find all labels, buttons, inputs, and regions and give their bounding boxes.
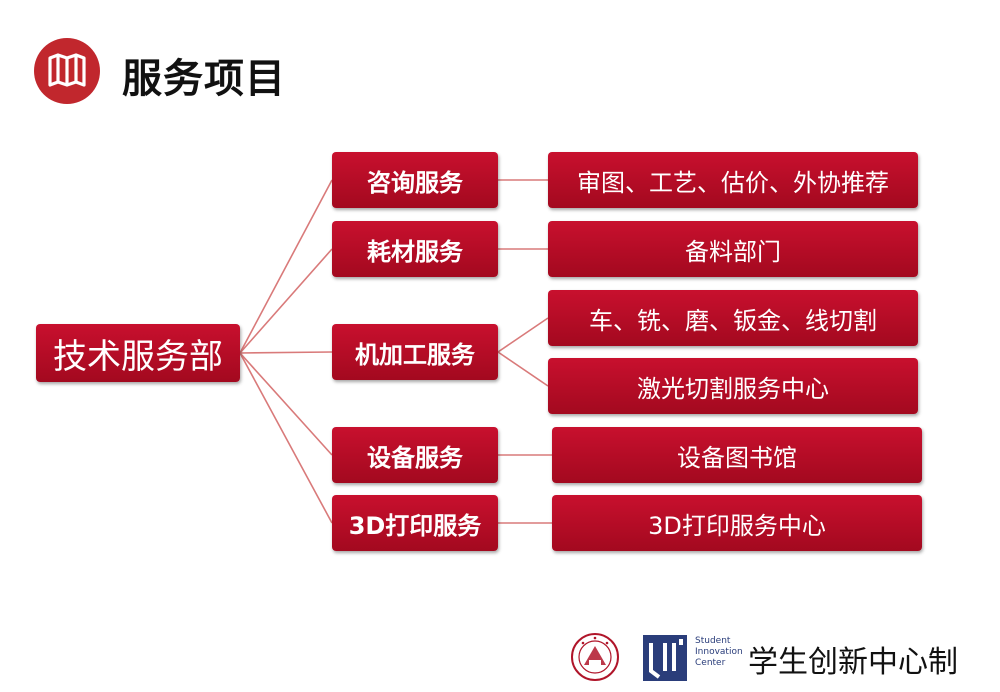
- category-equipment: 设备服务: [332, 427, 498, 483]
- connector-root-cat-4: [239, 352, 333, 524]
- leaf-consulting-detail: 审图、工艺、估价、外协推荐: [548, 152, 918, 208]
- page-title: 服务项目: [122, 56, 286, 102]
- university-seal-icon: [570, 632, 620, 686]
- connector-root-cat-1: [239, 248, 333, 354]
- sic-text-line-1: Student: [695, 636, 731, 646]
- title-map-icon: [34, 38, 100, 104]
- leaf-machining-types: 车、铣、磨、钣金、线切割: [548, 290, 918, 346]
- footer-org-name: 学生创新中心制: [748, 645, 958, 680]
- category-machining: 机加工服务: [332, 324, 498, 380]
- leaf-3d-print-center: 3D打印服务中心: [552, 495, 922, 551]
- category-3d-printing: 3D打印服务: [332, 495, 498, 551]
- sic-logo-text: Student Innovation Center: [695, 636, 743, 669]
- leaf-laser-cutting: 激光切割服务中心: [548, 358, 918, 414]
- sic-text-line-3: Center: [695, 658, 726, 668]
- leaf-materials-dept: 备料部门: [548, 221, 918, 277]
- root-node: 技术服务部: [36, 324, 240, 382]
- connector-root-cat-3: [239, 352, 333, 456]
- leaf-equipment-library: 设备图书馆: [552, 427, 922, 483]
- sic-text-line-2: Innovation: [695, 647, 743, 657]
- connector-cat-2-leaf-2: [497, 317, 549, 353]
- student-innovation-center-logo-icon: [641, 631, 691, 689]
- connector-root-cat-0: [239, 179, 333, 354]
- connector-cat-2-leaf-3: [497, 351, 549, 387]
- connector-root-cat-2: [239, 351, 333, 354]
- category-consulting: 咨询服务: [332, 152, 498, 208]
- category-materials: 耗材服务: [332, 221, 498, 277]
